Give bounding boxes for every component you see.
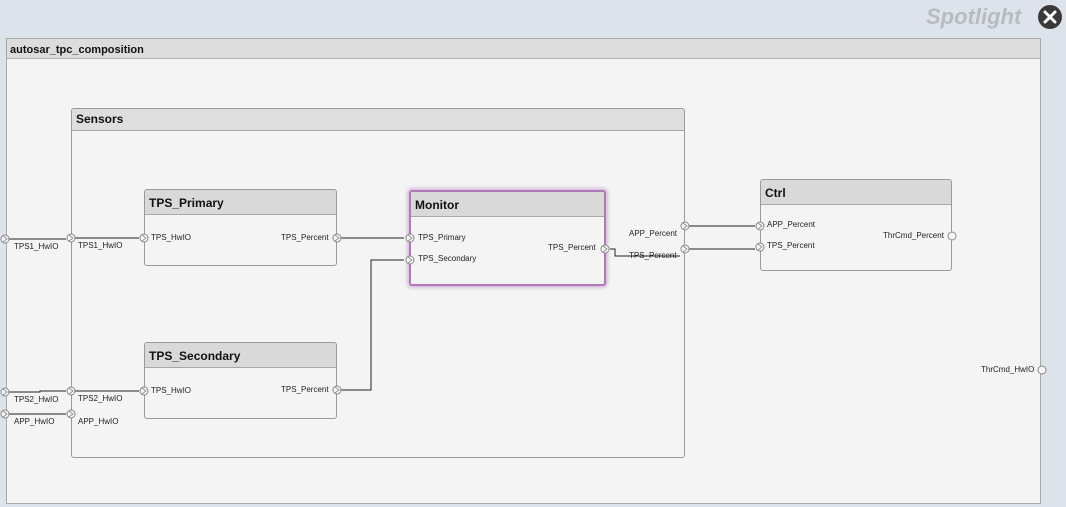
tps-primary-title: TPS_Primary bbox=[149, 196, 224, 210]
tps-secondary-header: TPS_Secondary bbox=[145, 343, 336, 368]
monitor-port-label-primary: TPS_Primary bbox=[418, 233, 466, 242]
monitor-header: Monitor bbox=[411, 192, 604, 217]
port-sensors-app[interactable] bbox=[66, 409, 76, 419]
primary-port-label-in: TPS_HwIO bbox=[151, 233, 192, 242]
comp-port-label-thrcmd: ThrCmd_HwIO bbox=[981, 365, 1035, 374]
wire-tps2 bbox=[9, 390, 66, 393]
wire-secondary-monitor bbox=[341, 259, 404, 391]
comp-port-label-tps2: TPS2_HwIO bbox=[14, 395, 59, 404]
port-ctrl-in-app[interactable] bbox=[755, 221, 765, 231]
sensors-header: Sensors bbox=[72, 109, 684, 131]
port-sensors-tps-out[interactable] bbox=[680, 244, 690, 254]
ctrl-port-label-app: APP_Percent bbox=[767, 220, 816, 229]
monitor-title: Monitor bbox=[415, 198, 459, 212]
ctrl-header: Ctrl bbox=[761, 180, 951, 205]
tps-primary-block[interactable]: TPS_Primary bbox=[144, 189, 337, 266]
port-comp-thrcmd[interactable] bbox=[1037, 365, 1047, 375]
port-secondary-in[interactable] bbox=[139, 386, 149, 396]
sensors-port-label-tps-out: TPS_Percent bbox=[629, 251, 677, 260]
composition-header: autosar_tpc_composition bbox=[7, 39, 1040, 59]
wire-monitor-out bbox=[610, 248, 680, 257]
port-primary-out[interactable] bbox=[332, 233, 342, 243]
close-icon[interactable] bbox=[1038, 5, 1062, 29]
spotlight-title: Spotlight bbox=[926, 4, 1022, 29]
port-sensors-tps2[interactable] bbox=[66, 386, 76, 396]
port-primary-in[interactable] bbox=[139, 233, 149, 243]
sensors-port-label-tps1: TPS1_HwIO bbox=[78, 241, 123, 250]
port-monitor-in-primary[interactable] bbox=[405, 233, 415, 243]
secondary-port-label-out: TPS_Percent bbox=[281, 385, 329, 394]
port-comp-tps2[interactable] bbox=[0, 387, 10, 397]
port-sensors-app-out[interactable] bbox=[680, 221, 690, 231]
sensors-port-label-app-out: APP_Percent bbox=[629, 229, 678, 238]
ctrl-title: Ctrl bbox=[765, 186, 786, 200]
primary-port-label-out: TPS_Percent bbox=[281, 233, 329, 242]
tps-primary-header: TPS_Primary bbox=[145, 190, 336, 215]
port-comp-tps1[interactable] bbox=[0, 234, 10, 244]
port-ctrl-out[interactable] bbox=[947, 231, 957, 241]
sensors-port-label-app: APP_HwIO bbox=[78, 417, 119, 426]
secondary-port-label-in: TPS_HwIO bbox=[151, 386, 192, 395]
tps-secondary-block[interactable]: TPS_Secondary bbox=[144, 342, 337, 419]
comp-port-label-tps1: TPS1_HwIO bbox=[14, 242, 59, 251]
port-monitor-in-secondary[interactable] bbox=[405, 255, 415, 265]
monitor-port-label-secondary: TPS_Secondary bbox=[418, 254, 477, 263]
port-monitor-out[interactable] bbox=[600, 244, 610, 254]
port-secondary-out[interactable] bbox=[332, 385, 342, 395]
ctrl-port-label-tps: TPS_Percent bbox=[767, 241, 815, 250]
ctrl-block[interactable]: Ctrl bbox=[760, 179, 952, 271]
composition-title: autosar_tpc_composition bbox=[10, 44, 144, 56]
sensors-title: Sensors bbox=[76, 112, 124, 126]
port-comp-app[interactable] bbox=[0, 409, 10, 419]
tps-secondary-title: TPS_Secondary bbox=[149, 349, 241, 363]
port-sensors-tps1[interactable] bbox=[66, 233, 76, 243]
port-ctrl-in-tps[interactable] bbox=[755, 242, 765, 252]
monitor-port-label-out: TPS_Percent bbox=[548, 243, 596, 252]
sensors-port-label-tps2: TPS2_HwIO bbox=[78, 394, 123, 403]
comp-port-label-app: APP_HwIO bbox=[14, 417, 55, 426]
ctrl-port-label-out: ThrCmd_Percent bbox=[883, 231, 944, 240]
